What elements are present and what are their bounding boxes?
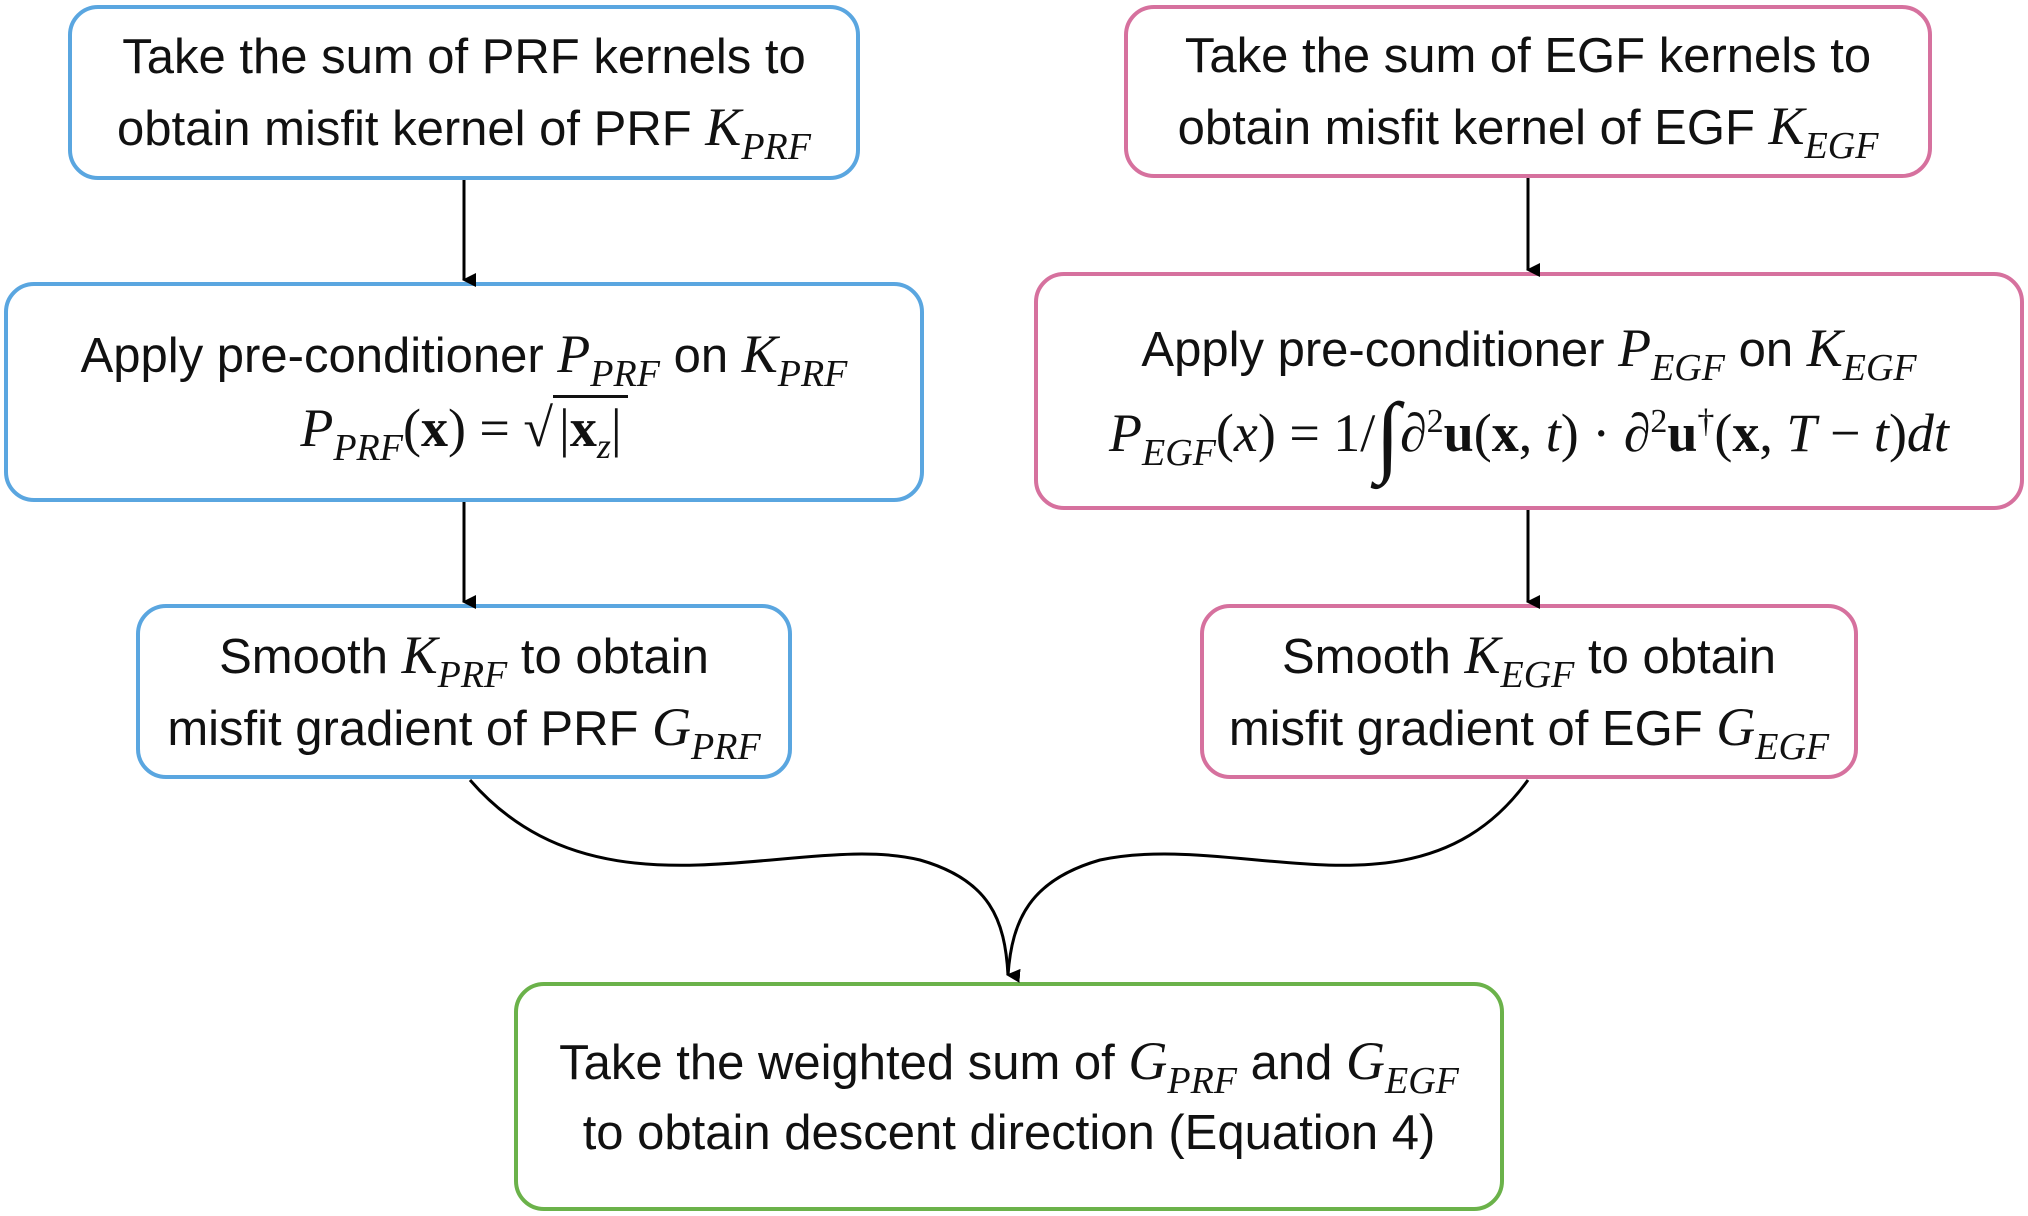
prf-smooth-box: Smooth KPRF to obtain misfit gradient of…	[136, 604, 792, 779]
egf-preconditioner-symbol: PEGF	[1618, 317, 1725, 389]
prf-gradient-symbol: GPRF	[1128, 1030, 1238, 1102]
prf-smooth-line1: Smooth KPRF to obtain	[219, 624, 709, 696]
prf-precond-line1: Apply pre-conditioner PPRF on KPRF	[80, 324, 848, 395]
prf-precond-formula: PPRF(x) = √|xz|	[300, 391, 628, 467]
egf-precond-box: Apply pre-conditioner PEGF on KEGF PEGF(…	[1034, 272, 2024, 510]
egf-gradient-symbol: GEGF	[1716, 696, 1830, 768]
egf-precond-line1: Apply pre-conditioner PEGF on KEGF	[1141, 317, 1917, 389]
egf-sum-line2: obtain misfit kernel of EGF KEGF	[1177, 95, 1879, 167]
arrow-egf-smooth-to-combine	[1006, 779, 1530, 983]
egf-precond-formula: PEGF(x) = 1/∫∂2u(x, t) · ∂2u†(x, T − t)d…	[1109, 385, 1949, 485]
egf-kernel-symbol: KEGF	[1768, 95, 1879, 167]
egf-smooth-box: Smooth KEGF to obtain misfit gradient of…	[1200, 604, 1858, 779]
arrow-prf-smooth-to-combine	[468, 779, 1010, 976]
prf-preconditioner-symbol: PPRF	[557, 324, 660, 395]
egf-kernel-symbol: KEGF	[1806, 317, 1917, 389]
prf-gradient-symbol: GPRF	[652, 696, 761, 768]
prf-smooth-line2: misfit gradient of PRF GPRF	[167, 696, 761, 768]
prf-sum-line1: Take the sum of PRF kernels to	[122, 29, 806, 84]
prf-sum-line2: obtain misfit kernel of PRF KPRF	[117, 96, 811, 168]
egf-smooth-line2: misfit gradient of EGF GEGF	[1228, 696, 1830, 768]
prf-kernel-symbol: KPRF	[705, 96, 811, 168]
combine-line2: to obtain descent direction (Equation 4)	[582, 1105, 1436, 1160]
prf-kernel-symbol: KPRF	[401, 624, 508, 696]
combine-box: Take the weighted sum of GPRF and GEGF t…	[514, 982, 1504, 1211]
egf-smooth-line1: Smooth KEGF to obtain	[1281, 624, 1777, 696]
egf-sum-box: Take the sum of EGF kernels to obtain mi…	[1124, 5, 1932, 178]
combine-line1: Take the weighted sum of GPRF and GEGF	[559, 1030, 1459, 1102]
egf-gradient-symbol: GEGF	[1346, 1030, 1459, 1102]
prf-sum-box: Take the sum of PRF kernels to obtain mi…	[68, 5, 860, 180]
prf-kernel-symbol: KPRF	[741, 324, 848, 395]
egf-kernel-symbol: KEGF	[1464, 624, 1575, 696]
prf-precond-box: Apply pre-conditioner PPRF on KPRF PPRF(…	[4, 282, 924, 502]
egf-sum-line1: Take the sum of EGF kernels to	[1184, 28, 1872, 83]
